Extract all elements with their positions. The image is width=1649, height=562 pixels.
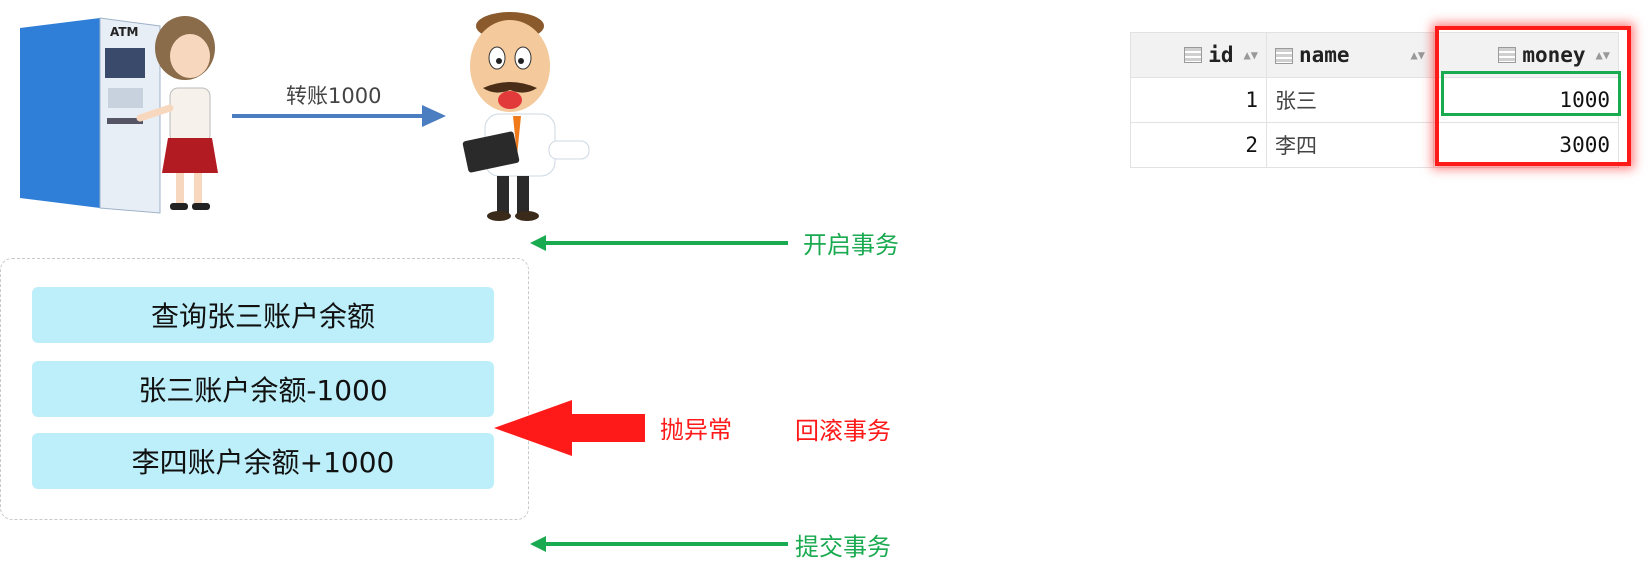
step-query-balance: 查询张三账户余额 [32,287,494,343]
cell-name[interactable]: 李四 [1266,122,1434,168]
transfer-label: 转账1000 [286,84,382,108]
begin-transaction-arrow [530,235,788,251]
rollback-label: 回滚事务 [795,417,891,445]
commit-transaction-label: 提交事务 [795,533,891,561]
table-header-row: id ▲▼ name ▲▼ money ▲▼ [1130,32,1619,78]
column-icon [1498,47,1517,63]
exception-arrow [494,400,645,456]
exception-label: 抛异常 [660,416,732,444]
column-label-name: name [1299,43,1350,67]
step-credit-lisi: 李四账户余额+1000 [32,433,494,489]
commit-transaction-arrow [530,536,788,552]
atm-label: ATM [110,25,138,39]
sort-icon[interactable]: ▲▼ [1410,48,1425,62]
bank-clerk-illustration [462,12,590,221]
cell-id[interactable]: 2 [1130,122,1267,168]
sort-icon[interactable]: ▲▼ [1243,48,1258,62]
sort-icon[interactable]: ▲▼ [1595,48,1610,62]
column-header-id[interactable]: id ▲▼ [1130,32,1267,78]
cell-id[interactable]: 1 [1130,77,1267,123]
money-column-highlight [1435,26,1631,166]
key-column-icon [1184,47,1203,63]
transfer-arrow [232,105,446,127]
begin-transaction-label: 开启事务 [803,231,899,259]
cell-money[interactable]: 3000 [1433,122,1619,168]
transaction-frame [0,258,529,520]
step-debit-zhangsan: 张三账户余额-1000 [32,361,494,417]
column-label-money: money [1522,43,1586,67]
selected-cell-outline [1441,71,1621,116]
atm-illustration: ATM [20,16,218,214]
cell-name[interactable]: 张三 [1266,77,1434,123]
column-header-name[interactable]: name ▲▼ [1266,32,1434,78]
table-row: 2 李四 3000 [1130,122,1619,168]
column-icon [1275,48,1293,64]
column-label-id: id [1208,43,1234,67]
column-header-money[interactable]: money ▲▼ [1433,32,1619,78]
